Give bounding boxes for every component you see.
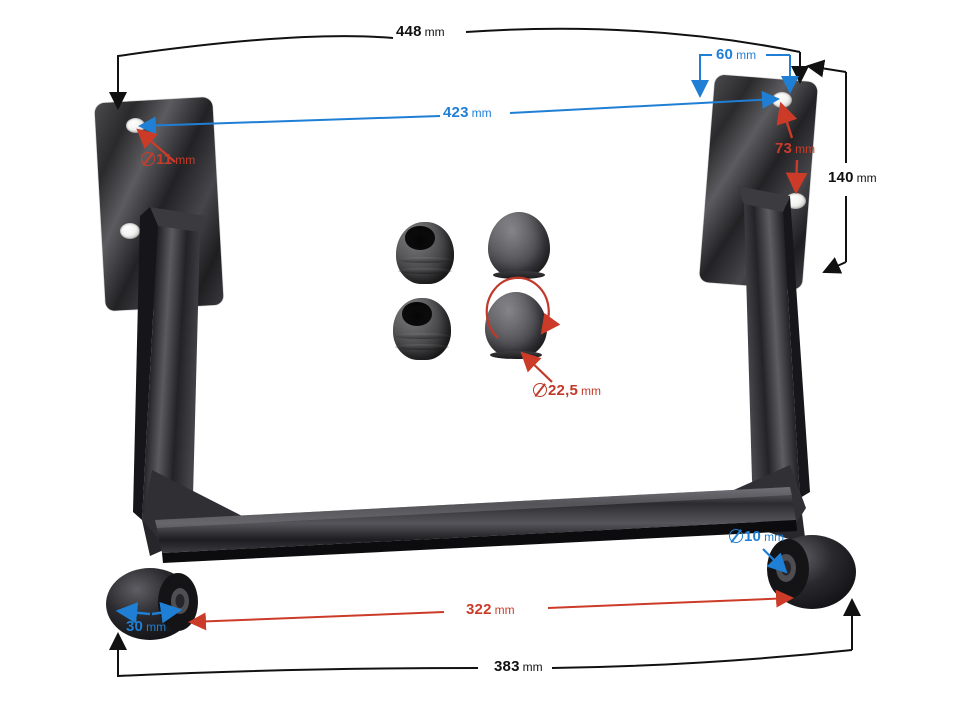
dim-30-value: 30 xyxy=(126,618,144,635)
dimension-dia-11mm xyxy=(136,128,176,163)
grommet-bore-top xyxy=(405,226,436,250)
dimension-dia-10mm xyxy=(762,548,788,574)
dimension-30mm xyxy=(115,602,183,624)
dome-cap-lip xyxy=(492,271,546,280)
dim-140-unit: mm xyxy=(856,171,877,185)
dim-dia11-unit: mm xyxy=(175,153,196,167)
grommet-rib xyxy=(398,267,452,275)
dim-60-unit: mm xyxy=(736,48,757,62)
dimension-322mm xyxy=(188,589,794,631)
dim-140-value: 140 xyxy=(828,169,854,186)
dim-448-unit: mm xyxy=(424,25,445,39)
dim-322-value: 322 xyxy=(466,601,492,618)
dim-73-unit: mm xyxy=(795,142,816,156)
diameter-symbol-icon xyxy=(533,383,547,397)
dim-322-unit: mm xyxy=(494,603,515,617)
dimension-dia-22-5mm xyxy=(485,276,561,383)
rubber-dome-cap-bottom xyxy=(485,292,547,360)
dim-383-value: 383 xyxy=(494,658,520,675)
dome-cap-lip xyxy=(489,351,543,360)
dim-423-value: 423 xyxy=(443,104,469,121)
lower-crossbar xyxy=(155,487,797,563)
dim-30-unit: mm xyxy=(146,620,167,634)
dim-dia225-unit: mm xyxy=(581,384,601,398)
dimension-60mm xyxy=(691,54,799,98)
dimension-423mm xyxy=(138,90,780,135)
diameter-symbol-icon xyxy=(141,152,155,166)
dimension-383mm xyxy=(109,598,861,678)
dimension-140mm xyxy=(806,59,847,274)
rubber-grommet-bottom xyxy=(393,298,451,360)
left-plate-lower-hole xyxy=(120,223,140,239)
dim-dia11-value: 11 xyxy=(156,151,173,168)
rubber-grommet-top xyxy=(396,222,454,284)
grommet-rib xyxy=(398,256,452,263)
dim-dia225-value: 22,5 xyxy=(548,382,578,399)
diameter-symbol-icon xyxy=(729,529,743,543)
dim-383-unit: mm xyxy=(522,660,543,674)
grommet-rib xyxy=(395,332,449,339)
rubber-dome-cap-top xyxy=(488,212,550,280)
dim-73-value: 73 xyxy=(775,140,793,157)
dim-448-value: 448 xyxy=(396,23,422,40)
dim-423-unit: mm xyxy=(471,106,492,120)
dim-dia10-unit: mm xyxy=(764,530,785,544)
dim-dia10-value: 10 xyxy=(744,528,762,545)
dimension-448mm xyxy=(109,27,809,110)
grommet-rib xyxy=(395,343,449,351)
grommet-bore-bottom xyxy=(402,302,433,326)
dimension-73mm xyxy=(776,101,808,195)
dim-60-value: 60 xyxy=(716,46,734,63)
